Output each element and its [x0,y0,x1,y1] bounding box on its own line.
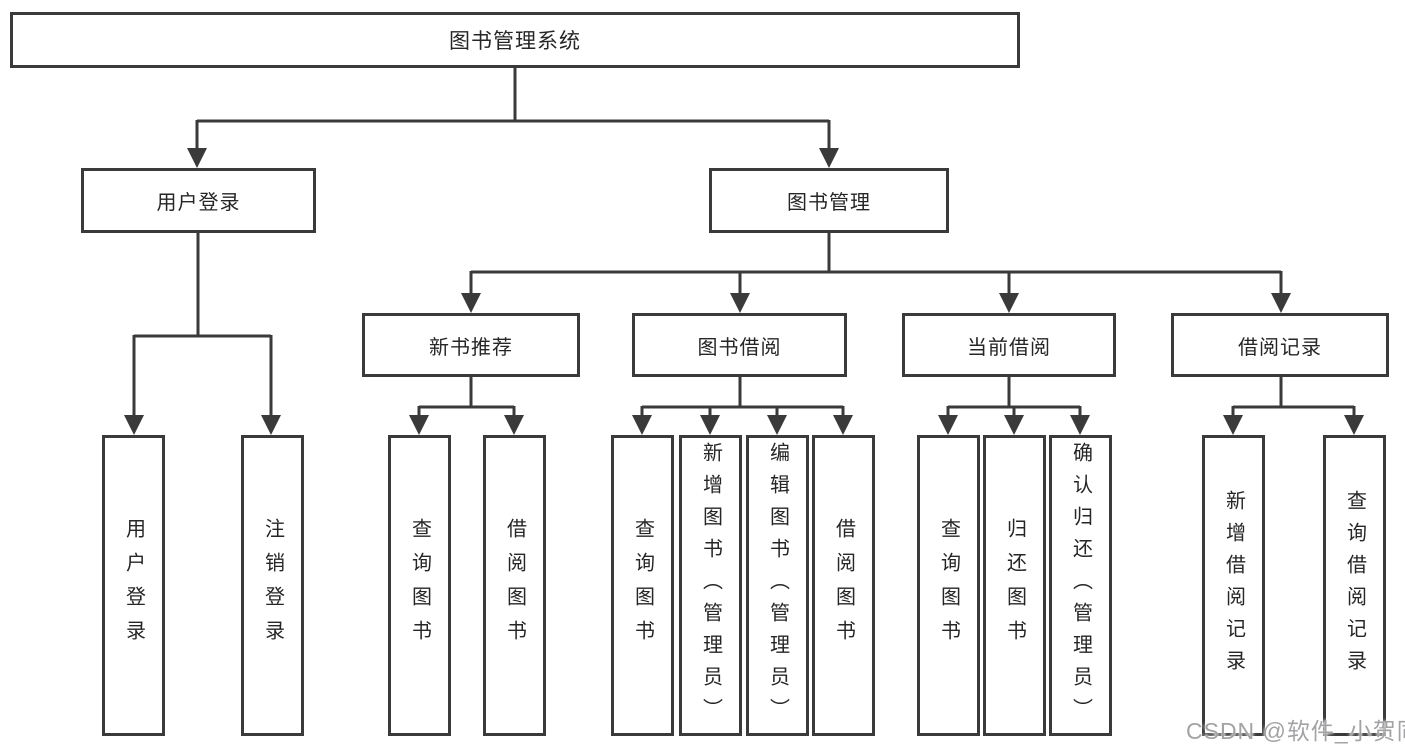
node-current-borrowing: 当前借阅 [902,313,1116,377]
leaf-query-books-current: 查询图书 [917,435,980,736]
node-book-borrowing: 图书借阅 [632,313,847,377]
node-book-management: 图书管理 [709,168,949,233]
leaf-edit-book-admin: 编辑图书（管理员） [746,435,809,736]
leaf-borrow-books-borrowing: 借阅图书 [812,435,875,736]
leaf-add-borrow-record: 新增借阅记录 [1202,435,1265,736]
node-borrowing-records: 借阅记录 [1171,313,1389,377]
leaf-confirm-return-admin: 确认归还（管理员） [1049,435,1112,736]
node-library-system: 图书管理系统 [10,12,1020,68]
node-user-login: 用户登录 [81,168,316,233]
leaf-query-books-borrowing: 查询图书 [611,435,674,736]
leaf-query-books-recommend: 查询图书 [388,435,451,736]
leaf-query-borrow-record: 查询借阅记录 [1323,435,1386,736]
leaf-borrow-books-recommend: 借阅图书 [483,435,546,736]
csdn-watermark: CSDN @软件_小贺同学 [1186,718,1405,744]
leaf-logout: 注销登录 [241,435,304,736]
leaf-add-book-admin: 新增图书（管理员） [679,435,742,736]
leaf-user-login: 用户登录 [102,435,165,736]
node-new-book-recommend: 新书推荐 [362,313,580,377]
leaf-return-books: 归还图书 [983,435,1046,736]
